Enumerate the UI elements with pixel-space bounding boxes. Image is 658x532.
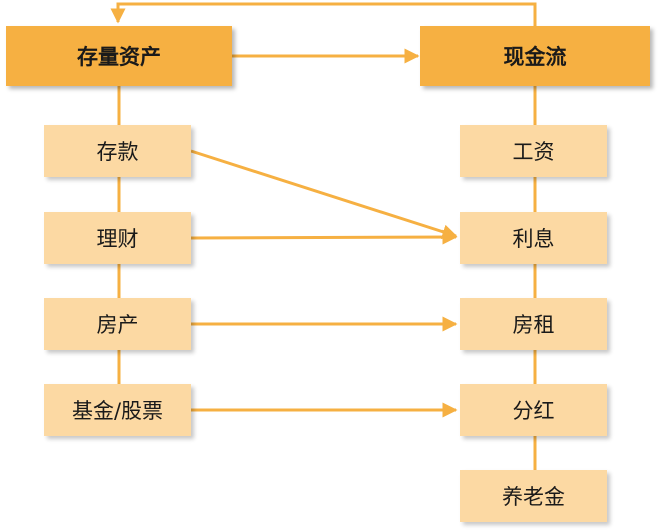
deposit-label: 存款: [96, 140, 139, 164]
dividend-label: 分红: [512, 399, 555, 423]
finance-to-interest-arrow: [190, 229, 458, 245]
property-box: 房产: [44, 298, 191, 350]
deposit-to-interest-arrow: [190, 149, 458, 240]
salary-label: 工资: [512, 140, 555, 164]
finance-label: 理财: [96, 227, 139, 251]
assets-header-box: 存量资产: [6, 26, 232, 86]
cashflow-to-assets-loop-arrow: [110, 2, 537, 26]
interest-box: 利息: [460, 212, 607, 264]
pension-label: 养老金: [502, 485, 565, 509]
deposit-box: 存款: [44, 125, 191, 177]
fund-stock-box: 基金/股票: [44, 384, 191, 436]
dividend-box: 分红: [460, 384, 607, 436]
cashflow-header-label: 现金流: [503, 45, 567, 69]
property-label: 房产: [96, 313, 139, 337]
assets-header-label: 存量资产: [77, 45, 161, 69]
salary-box: 工资: [460, 125, 607, 177]
interest-label: 利息: [512, 227, 555, 251]
finance-box: 理财: [44, 212, 191, 264]
cashflow-header-box: 现金流: [420, 26, 650, 86]
rent-box: 房租: [460, 298, 607, 350]
rent-label: 房租: [512, 313, 555, 337]
fund-stock-label: 基金/股票: [71, 399, 164, 423]
pension-box: 养老金: [460, 470, 607, 522]
